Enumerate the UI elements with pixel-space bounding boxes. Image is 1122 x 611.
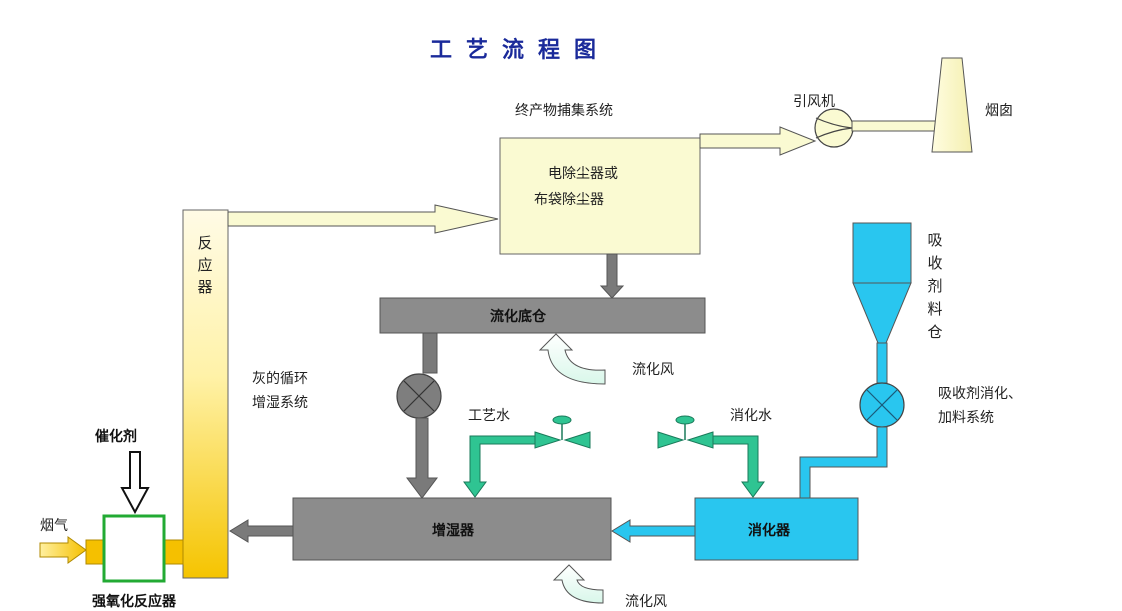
oxidation-reactor-box [102,514,166,583]
precipitator-to-bin-arrow [599,253,625,299]
absorbent-system-label-line2: 加料系统 [938,410,994,426]
gray-rotary-valve-icon [396,373,442,419]
valve-to-slaker-pipe [799,426,888,499]
absorbent-silo-label-char-5: 仓 [927,323,942,341]
precipitator-label-line1: 电除尘器或 [548,166,618,182]
cyan-rotary-valve-icon [859,382,905,428]
absorbent-silo-label-char-1: 吸 [927,231,942,249]
precipitator-label-line2: 布袋除尘器 [534,192,604,208]
reactor-label-char-3: 器 [197,278,212,296]
catalyst-arrow [120,451,150,515]
absorbent-system-label-line1: 吸收剂消化、 [938,386,1022,402]
valve-to-humidifier-arrow [406,417,438,499]
absorbent-silo-label: 吸 收 剂 料 仓 [927,231,942,341]
silo-to-valve-pipe [876,342,888,384]
reactor-to-precipitator-arrow [227,204,499,234]
chimney-icon [931,57,973,153]
ash-recycle-label-line1: 灰的循环 [252,371,308,387]
flue-gas-stub [85,539,105,565]
slaker-to-humidifier-arrow [611,519,696,543]
fluidizing-air-label-bottom: 流化风 [625,594,667,610]
reactor-column [182,209,229,579]
precipitator-to-fan-arrow [699,126,817,156]
diagram-title: 工艺流程图 [430,37,610,63]
process-water-valve-icon [534,415,591,449]
ash-recycle-label-line2: 增湿系统 [252,395,308,411]
fluidizing-air-arrow-bottom [552,564,604,604]
absorbent-silo-label-char-4: 料 [927,300,942,318]
absorbent-silo [852,222,912,344]
flue-gas-arrow [39,536,87,564]
product-capture-label: 终产物捕集系统 [515,102,613,119]
reactor-label: 反 应 器 [197,234,212,296]
reactor-label-char-1: 反 [197,234,212,252]
oxidation-reactor-label: 强氧化反应器 [92,593,177,610]
fluidized-bin-label: 流化底仓 [490,308,547,325]
oxidation-to-reactor-stub [163,539,184,565]
process-water-label: 工艺水 [468,408,510,424]
slaker-box [694,497,859,561]
precipitator-box [499,137,701,255]
fluidized-bin [379,297,706,334]
induced-fan-label: 引风机 [793,94,835,110]
catalyst-label: 催化剂 [95,428,137,445]
reactor-label-char-2: 应 [197,256,212,274]
humidifier-to-reactor-arrow [229,519,294,543]
slaking-water-label: 消化水 [730,408,772,424]
slaking-water-pipe [712,435,765,498]
bin-to-valve-pipe [422,332,438,374]
absorbent-silo-label-char-2: 收 [927,254,942,272]
fluidizing-air-label-top: 流化风 [632,362,674,378]
slaker-label: 消化器 [748,522,791,539]
induced-fan-icon [814,108,854,148]
fluidizing-air-arrow-top [538,333,606,385]
absorbent-silo-label-char-3: 剂 [927,277,942,295]
fan-to-chimney-duct [851,120,937,132]
process-water-pipe [463,435,536,498]
flue-gas-label: 烟气 [40,518,68,534]
chimney-label: 烟囱 [985,103,1013,119]
humidifier-box [292,497,612,561]
slaking-water-valve-icon [657,415,714,449]
humidifier-label: 增湿器 [432,522,475,539]
